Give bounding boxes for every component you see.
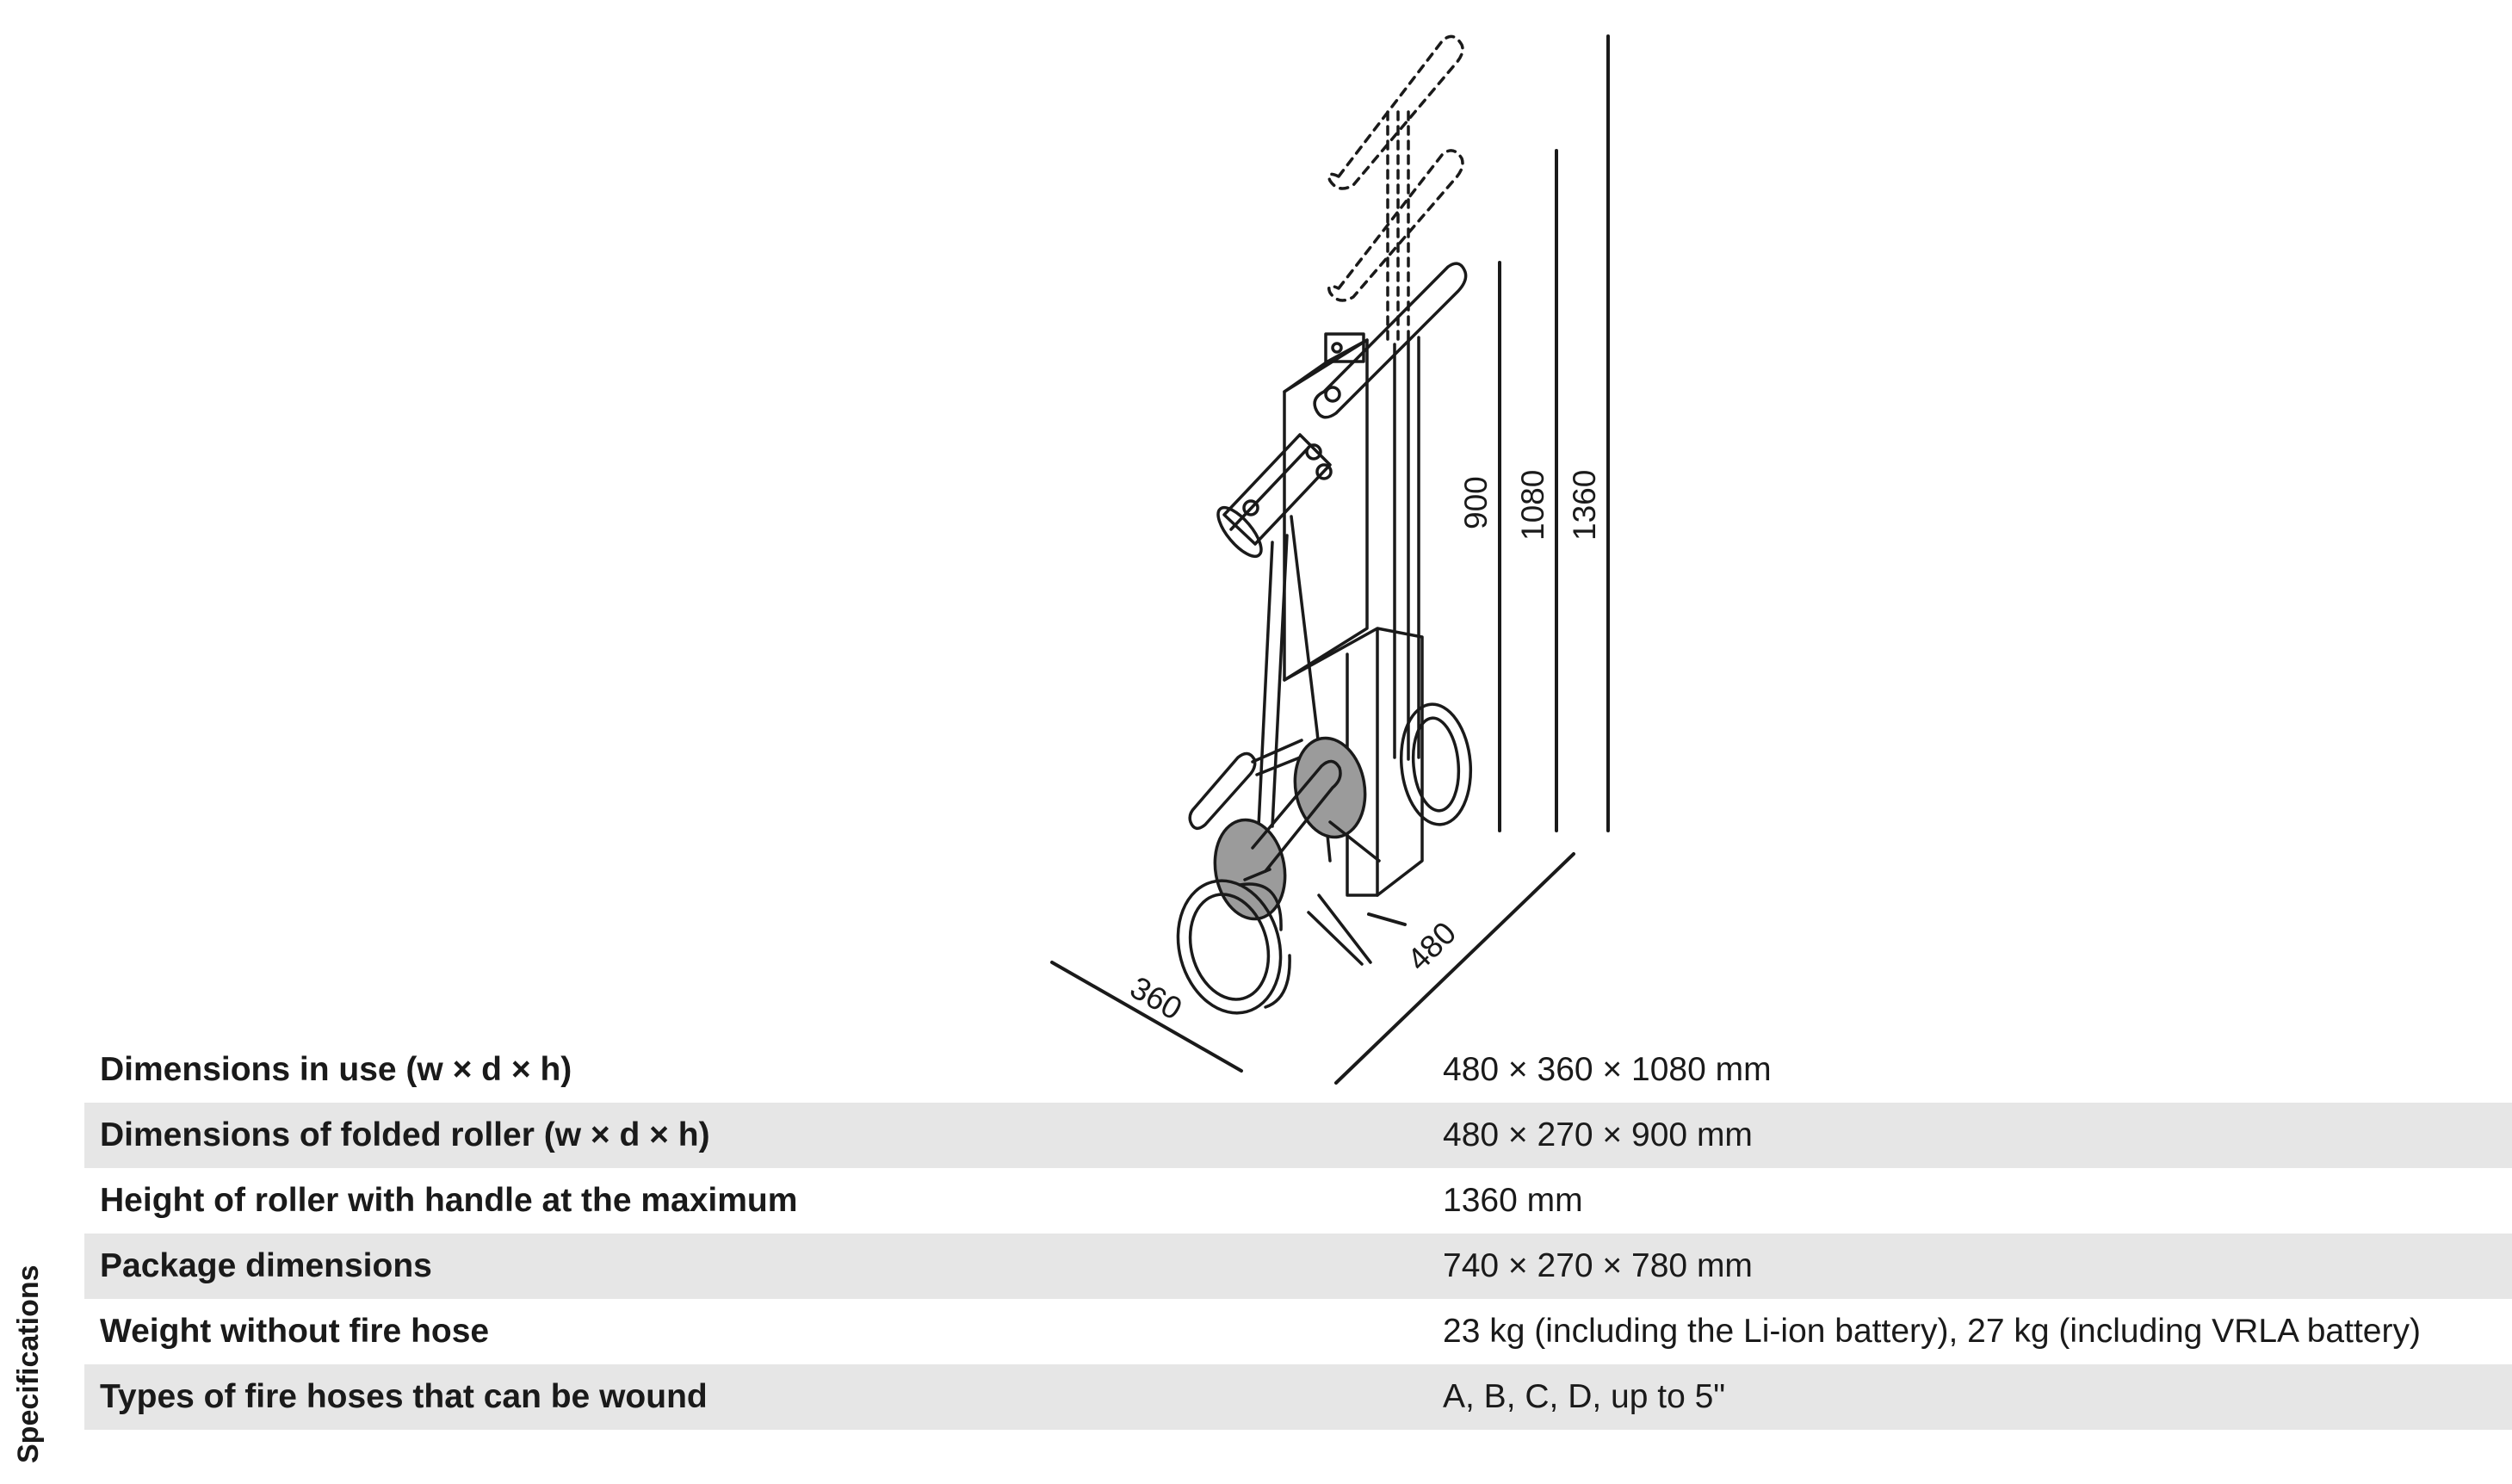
dimension-lines xyxy=(1050,34,1610,1085)
spec-label: Dimensions of folded roller (w × d × h) xyxy=(84,1103,1443,1168)
rear-wheel xyxy=(1399,702,1473,826)
drum-axle xyxy=(1251,759,1381,873)
table-row: Dimensions of folded roller (w × d × h)4… xyxy=(84,1103,2512,1168)
table-row: Weight without fire hose 23 kg (including… xyxy=(84,1299,2512,1364)
handle-max-position xyxy=(1327,34,1464,346)
spec-label: Dimensions in use (w × d × h) xyxy=(100,1051,572,1088)
dimension-360-label: 360 xyxy=(1124,969,1188,1026)
front-wheel xyxy=(1176,868,1291,1015)
dimension-1080-label: 1080 xyxy=(1515,470,1550,541)
spec-value: 480 × 360 × 1080 mm xyxy=(1443,1051,1772,1088)
table-row: Height of roller with handle at the maxi… xyxy=(84,1168,2512,1234)
table-row: Dimensions in use (w × d × h) 480 × 360 ×… xyxy=(84,1037,2512,1103)
spec-value: 740 × 270 × 780 mm xyxy=(1443,1234,2512,1299)
spec-value: 1360 mm xyxy=(1443,1182,1583,1219)
spec-value: 23 kg (including the Li-ion battery), 27… xyxy=(1443,1313,2421,1350)
spec-label: Weight without fire hose xyxy=(100,1313,490,1350)
dimension-900-label: 900 xyxy=(1458,476,1494,529)
dimension-1360-label: 1360 xyxy=(1567,470,1602,541)
hose-roller-technical-drawing: 900 1080 1360 480 360 xyxy=(1050,34,1610,1085)
handle-folded xyxy=(1313,262,1468,761)
spec-value: A, B, C, D, up to 5" xyxy=(1443,1364,2512,1430)
spec-value: 480 × 270 × 900 mm xyxy=(1443,1103,2512,1168)
spec-label: Package dimensions xyxy=(84,1234,1443,1299)
specifications-side-label: Specifications xyxy=(12,1264,45,1463)
side-lever xyxy=(1188,739,1306,831)
spec-label: Height of roller with handle at the maxi… xyxy=(100,1182,798,1219)
spec-label: Types of fire hoses that can be wound xyxy=(84,1364,1443,1430)
specifications-table: Dimensions in use (w × d × h) 480 × 360 ×… xyxy=(84,1037,2512,1430)
